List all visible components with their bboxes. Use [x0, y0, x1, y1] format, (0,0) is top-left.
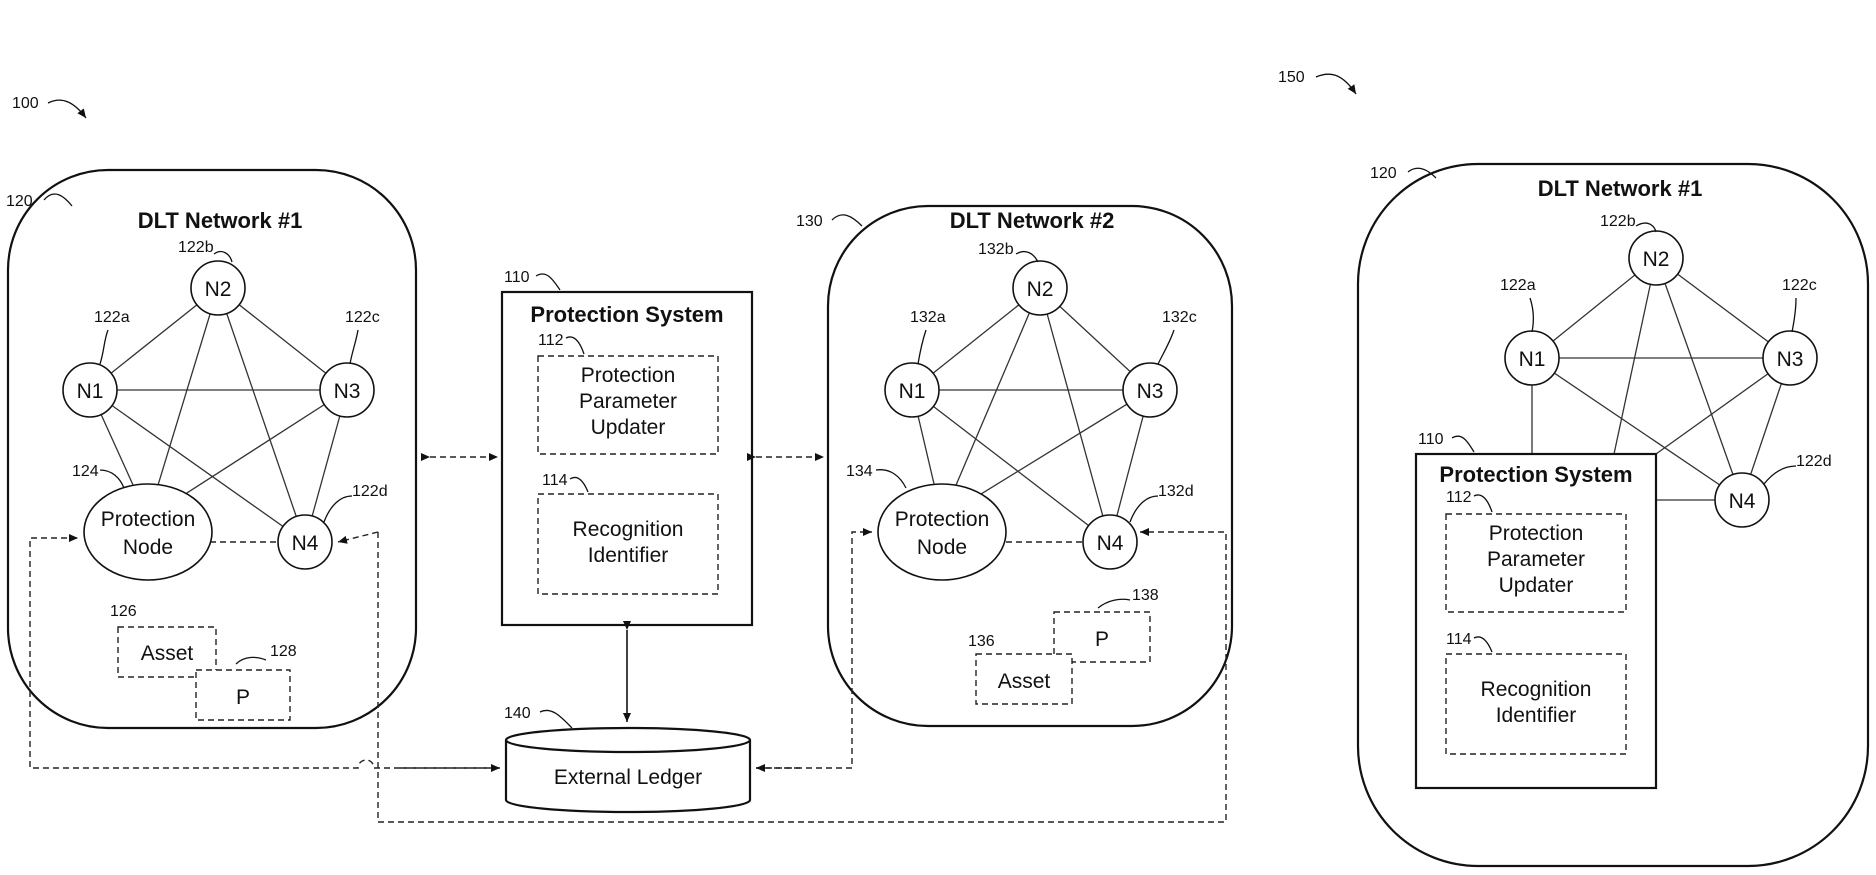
- p-ref: 128: [270, 643, 297, 660]
- svg-text:N1: N1: [899, 380, 926, 403]
- protection-node: [878, 484, 1006, 580]
- figure-ref-150-arrow: [1316, 74, 1356, 94]
- dlt-network-1-ref: 120: [6, 193, 33, 210]
- link-ledger-protection-node-2: [756, 532, 872, 768]
- figure-ref-100-arrow: [48, 100, 86, 118]
- asset-label: Asset: [141, 642, 194, 665]
- protection-node-ref: 124: [72, 463, 99, 480]
- node-n1-ref: 122a: [94, 309, 130, 326]
- svg-text:Identifier: Identifier: [588, 544, 669, 567]
- protection-system-embedded-ref: 110: [1418, 431, 1444, 448]
- svg-text:Parameter: Parameter: [579, 390, 677, 413]
- node-n4-label: N4: [292, 532, 319, 555]
- svg-text:N3: N3: [1137, 380, 1164, 403]
- svg-text:N2: N2: [1643, 248, 1670, 271]
- asset-ref: 136: [968, 633, 995, 650]
- protection-node: [84, 484, 212, 580]
- svg-text:Node: Node: [917, 536, 967, 559]
- p-ref: 138: [1132, 587, 1159, 604]
- asset-ref: 126: [110, 603, 137, 620]
- node-n3-ref: 122c: [1782, 277, 1817, 294]
- dlt-network-1: 120 DLT Network #1 N2 122b N1 122a N3 12…: [6, 170, 416, 728]
- dlt-network-1-title: DLT Network #1: [138, 208, 303, 233]
- dlt-network-1-embedded-ref: 120: [1370, 165, 1397, 182]
- dlt-network-2-ref: 130: [796, 213, 823, 230]
- node-n1-label: N1: [77, 380, 104, 403]
- protection-system: 110 Protection System 112 Protection Par…: [502, 269, 752, 625]
- svg-text:Protection: Protection: [581, 364, 676, 387]
- svg-text:Protection: Protection: [895, 508, 990, 531]
- svg-text:N1: N1: [1519, 348, 1546, 371]
- node-n2-ref: 122b: [178, 239, 214, 256]
- recognizer-ref: 114: [542, 472, 568, 489]
- protection-system-title: Protection System: [530, 302, 723, 327]
- figure-ref-150: 150: [1278, 69, 1305, 86]
- link-ledger-protection-node-1: [30, 538, 500, 768]
- node-n4-ref: 122d: [1796, 453, 1832, 470]
- protection-node-ref: 134: [846, 463, 873, 480]
- updater-ref: 112: [1446, 489, 1472, 506]
- dlt-network-2-title: DLT Network #2: [950, 208, 1115, 233]
- node-n4-ref: 122d: [352, 483, 388, 500]
- svg-text:N3: N3: [1777, 348, 1804, 371]
- node-n3-ref: 132c: [1162, 309, 1197, 326]
- node-n3-label: N3: [334, 380, 361, 403]
- node-n2-ref: 122b: [1600, 213, 1636, 230]
- dlt-network-2: 130 DLT Network #2 N2 132b N1 132a N3 13…: [796, 206, 1232, 726]
- p-label: P: [236, 686, 250, 709]
- svg-text:P: P: [1095, 628, 1109, 651]
- external-ledger-label: External Ledger: [554, 766, 702, 789]
- protection-system-ref: 110: [504, 269, 530, 286]
- protection-node-label-2: Node: [123, 536, 173, 559]
- svg-text:Updater: Updater: [591, 416, 666, 439]
- node-n2-label: N2: [205, 278, 232, 301]
- protection-node-label-1: Protection: [101, 508, 196, 531]
- node-n1-ref: 132a: [910, 309, 946, 326]
- updater-ref: 112: [538, 332, 564, 349]
- svg-text:Updater: Updater: [1499, 574, 1574, 597]
- dlt-network-1-embedded-title: DLT Network #1: [1538, 176, 1703, 201]
- svg-text:Protection: Protection: [1489, 522, 1584, 545]
- svg-text:Recognition: Recognition: [573, 518, 684, 541]
- external-ledger-ref: 140: [504, 705, 531, 722]
- svg-text:Asset: Asset: [998, 670, 1051, 693]
- dlt-network-1-embedded: 120 DLT Network #1 N2 122b N1 122a N3 12…: [1358, 164, 1868, 866]
- svg-text:Parameter: Parameter: [1487, 548, 1585, 571]
- node-n3-ref: 122c: [345, 309, 380, 326]
- protection-system-embedded-title: Protection System: [1439, 462, 1632, 487]
- node-n2-ref: 132b: [978, 241, 1014, 258]
- node-n4-ref: 132d: [1158, 483, 1194, 500]
- svg-text:N4: N4: [1097, 532, 1124, 555]
- svg-text:Identifier: Identifier: [1496, 704, 1577, 727]
- node-n1-ref: 122a: [1500, 277, 1536, 294]
- svg-text:Recognition: Recognition: [1481, 678, 1592, 701]
- figure-ref-100: 100: [12, 95, 39, 112]
- recognizer-ref: 114: [1446, 631, 1472, 648]
- svg-text:N2: N2: [1027, 278, 1054, 301]
- svg-text:N4: N4: [1729, 490, 1756, 513]
